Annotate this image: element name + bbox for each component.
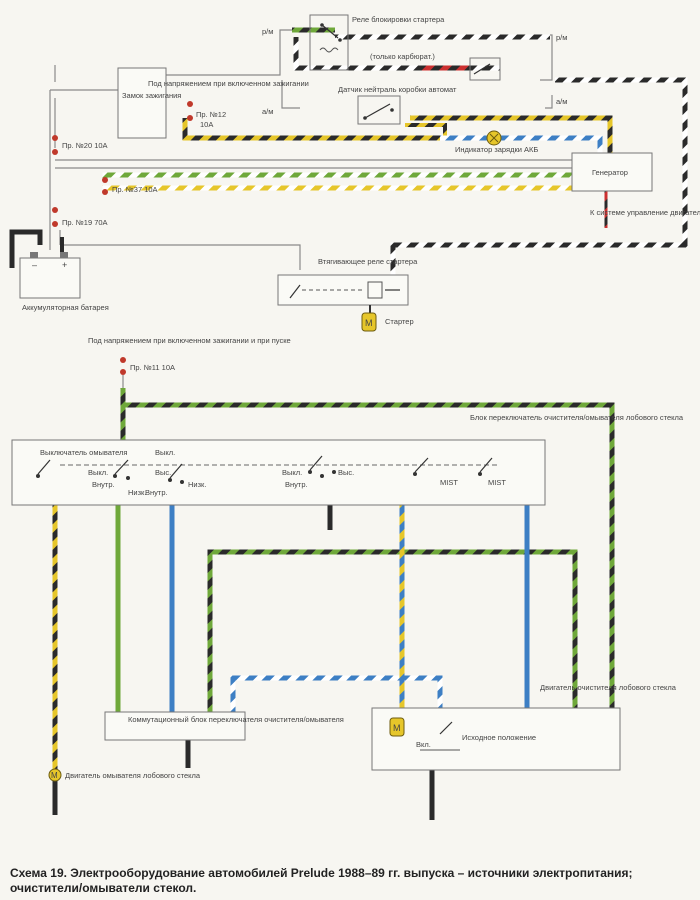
mist-label-1: MIST	[440, 478, 458, 487]
washer-switch-label: Выключатель омывателя	[40, 448, 127, 457]
figure-caption: Схема 19. Электрооборудование автомобиле…	[10, 866, 633, 895]
neutral-sensor-label: Датчик нейтраль коробки автомат	[338, 85, 457, 94]
fuses-top	[52, 101, 193, 227]
mist-label-2: MIST	[488, 478, 506, 487]
only-carb-label: (только карбюрат.)	[370, 52, 435, 61]
neutral-sensor	[357, 95, 401, 125]
pos-low-2: Низк.	[188, 480, 206, 489]
pos-off-3: Выкл.	[282, 468, 302, 477]
battery	[19, 252, 81, 299]
ignition-switch	[117, 67, 167, 139]
diagram-labels: Реле блокировки стартера (только карбюра…	[22, 15, 700, 780]
starter-motor-icon	[361, 312, 377, 332]
battery-plus: +	[62, 260, 67, 270]
charge-indicator-lamp	[486, 130, 502, 146]
wire-am-left: а/м	[262, 107, 273, 116]
wire-am-right: а/м	[556, 97, 567, 106]
fuse20-label: Пр. №20 10A	[62, 141, 108, 150]
pos-int-1: Внутр.	[92, 480, 115, 489]
pos-off-1: Выкл.	[88, 468, 108, 477]
relay-block-label: Реле блокировки стартера	[352, 15, 445, 24]
pos-int-2: Внутр.	[145, 488, 168, 497]
carb-relay	[469, 57, 501, 81]
wiper-switch-block-label: Блок переключатель очистителя/омывателя …	[470, 413, 684, 422]
wiper-switch-block	[11, 439, 546, 506]
on-label: Вкл.	[416, 740, 431, 749]
fuse12-rating: 10A	[200, 120, 213, 129]
pos-int-3: Внутр.	[285, 480, 308, 489]
fuse19-label: Пр. №19 70A	[62, 218, 108, 227]
wiper-motor	[371, 707, 621, 771]
starter-solenoid	[277, 274, 409, 315]
engine-control-label: К системе управление двигателем	[590, 208, 700, 217]
generator	[571, 152, 653, 192]
starter-m: M	[365, 318, 373, 328]
under-voltage-ign-label: Под напряжением при включенном зажигании	[148, 79, 309, 88]
charge-indicator-label: Индикатор зарядки АКБ	[455, 145, 538, 154]
fuse37-label: Пр. №37 10A	[112, 185, 158, 194]
pos-low-1: Низк.	[128, 488, 146, 497]
wire-rm-left: р/м	[262, 27, 273, 36]
wiper-motor-label: Двигатель очистителя лобового стекла	[540, 683, 677, 692]
relay-unit-label: Коммутационный блок переключателя очисти…	[128, 715, 344, 724]
wiper-m: M	[393, 723, 401, 733]
fuse11-label: Пр. №11 10A	[130, 363, 175, 372]
pos-high-1: Выс.	[155, 468, 171, 477]
generator-label: Генератор	[592, 168, 628, 177]
pos-high-2: Выс.	[338, 468, 354, 477]
washer-motor-label: Двигатель омывателя лобового стекла	[65, 771, 201, 780]
washer-motor-icon	[48, 768, 62, 782]
ignition-switch-label: Замок зажигания	[122, 91, 181, 100]
wire-rm-right: р/м	[556, 33, 567, 42]
solenoid-label: Втягивающее реле стартера	[318, 257, 418, 266]
pos-off-2: Выкл.	[155, 448, 175, 457]
home-position-label: Исходное положение	[462, 733, 536, 742]
washer-m: M	[51, 771, 58, 780]
starter-cutoff-relay	[309, 14, 349, 71]
thick-wires-bottom	[52, 388, 615, 820]
under-voltage-start-label: Под напряжением при включенном зажигании…	[88, 336, 291, 345]
battery-minus: –	[32, 260, 37, 270]
wiper-relay-unit	[104, 711, 246, 741]
starter-label: Стартер	[385, 317, 414, 326]
fuse-11	[120, 357, 126, 375]
fuse12-label: Пр. №12	[196, 110, 226, 119]
battery-label: Аккумуляторная батарея	[22, 303, 109, 312]
